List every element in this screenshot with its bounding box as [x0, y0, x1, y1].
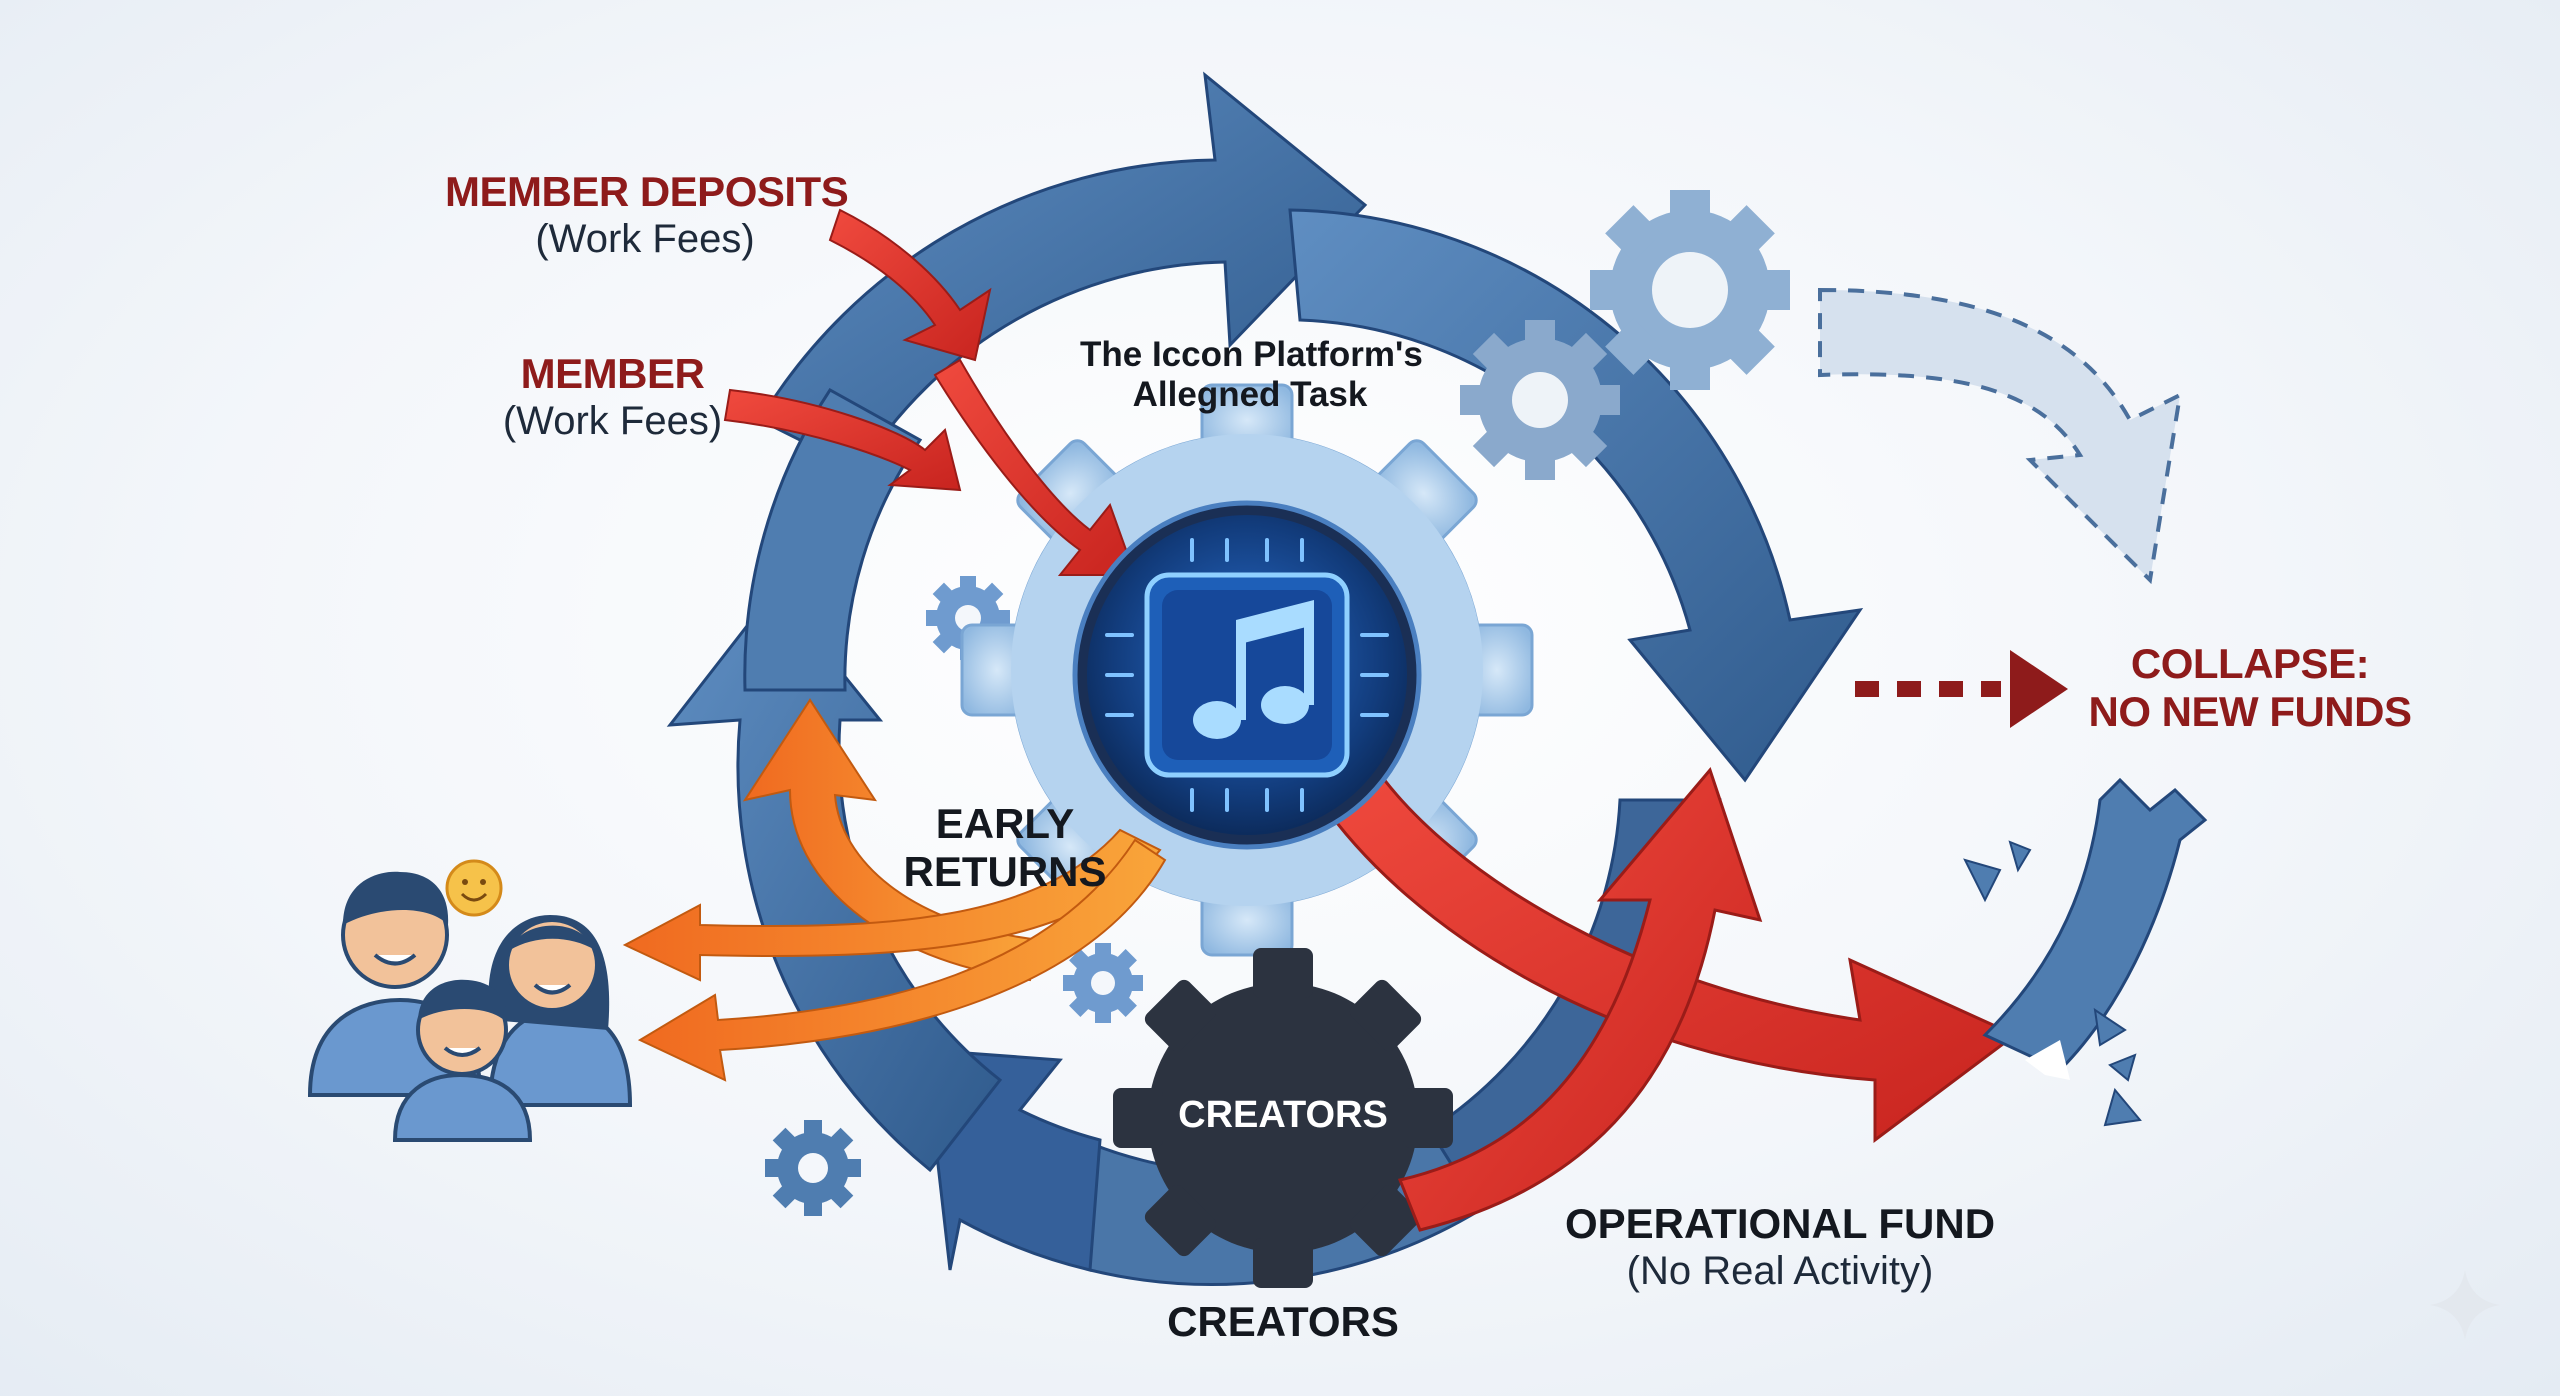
early-returns-arrow-left-2 [637, 838, 1167, 1082]
deposit-arrow-2 [723, 388, 962, 492]
early-returns-line2: RETURNS [903, 848, 1107, 896]
platform-task-line1: The Iccon Platform's [1080, 335, 1423, 374]
gear-icon [1460, 320, 1620, 480]
member-deposits-sub: (Work Fees) [535, 217, 755, 262]
operational-fund-label: OPERATIONAL FUND (No Real Activity) [1555, 1200, 2005, 1294]
cycle-arrow-upper-left [743, 388, 923, 692]
platform-task-label: The Iccon Platform's Allegned Task [1080, 335, 1423, 416]
broken-arrow-icon [1963, 777, 2208, 1127]
platform-task-line2: Allegned Task [1132, 375, 1368, 415]
collapse-line1: COLLAPSE: [2130, 640, 2370, 687]
member-label: MEMBER (Work Fees) [490, 350, 735, 444]
operational-fund-title: OPERATIONAL FUND [1564, 1200, 1996, 1247]
music-chip-icon [1072, 500, 1422, 850]
creators-bottom-label: CREATORS [1167, 1298, 1399, 1345]
operational-fund-sub: (No Real Activity) [1626, 1249, 1934, 1294]
member-deposits-title: MEMBER DEPOSITS [445, 168, 849, 215]
creators-gear-label: CREATORS [1178, 1094, 1388, 1136]
early-returns-line1: EARLY [935, 800, 1075, 847]
creators-gear [1113, 948, 1453, 1288]
operational-fund-arrow [1317, 757, 2018, 1143]
smile-face-icon [445, 859, 503, 917]
gear-icon [765, 1120, 861, 1216]
member-title: MEMBER [520, 350, 705, 397]
member-sub: (Work Fees) [502, 399, 723, 444]
deposit-arrow-3 [933, 358, 1137, 576]
early-returns-arrow-left-1 [622, 828, 1162, 982]
member-deposits-label: MEMBER DEPOSITS (Work Fees) [445, 168, 849, 262]
sparkle-icon [2430, 1270, 2500, 1340]
collapse-line2: NO NEW FUNDS [2088, 688, 2413, 736]
cycle-arrow-top [757, 71, 1368, 472]
creators-return-arrow [1397, 766, 1763, 1232]
early-returns-label: EARLY RETURNS [900, 800, 1110, 897]
gear-icon [1063, 943, 1143, 1023]
people-group-icon [307, 871, 633, 1142]
deposit-arrow-1 [828, 208, 992, 362]
dashed-outflow-arrow [1818, 287, 2183, 585]
collapse-dashed-arrow [1855, 650, 2068, 728]
gear-icon [1590, 190, 1790, 390]
collapse-label: COLLAPSE: NO NEW FUNDS [2080, 640, 2420, 737]
cycle-arrow-right [1288, 208, 1864, 783]
